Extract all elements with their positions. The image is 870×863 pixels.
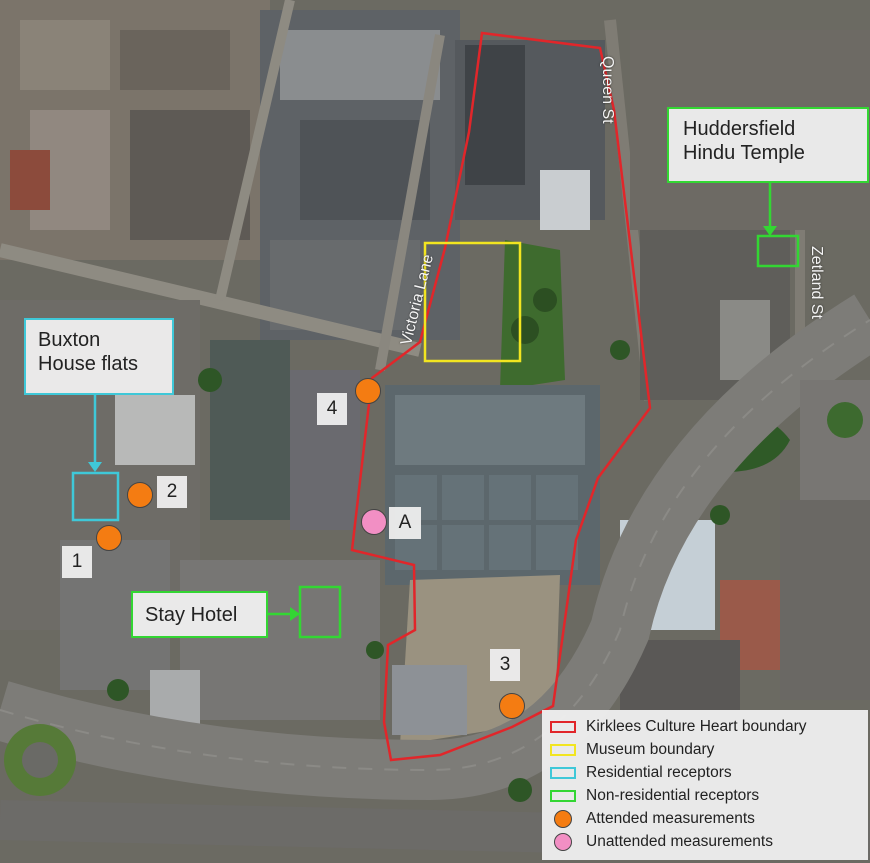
legend-swatch-non-residential: [550, 790, 576, 802]
legend-item-culture-heart: Kirklees Culture Heart boundary: [550, 717, 807, 737]
hotel-arrowhead: [290, 607, 300, 621]
legend-label-unattended: Unattended measurements: [586, 833, 773, 850]
legend-swatch-museum: [550, 744, 576, 756]
stay-hotel-receptor: [298, 585, 342, 639]
legend-swatch-residential: [550, 767, 576, 779]
legend-swatch-culture-heart: [550, 721, 576, 733]
attended-point-1-marker: [96, 525, 122, 551]
point-4-label: 4: [317, 393, 347, 425]
buxton-house-label: Buxton House flats: [24, 318, 174, 395]
attended-point-4-marker: [355, 378, 381, 404]
attended-point-3-marker: [499, 693, 525, 719]
map-legend: Kirklees Culture Heart boundary Museum b…: [542, 710, 868, 860]
legend-item-non-residential: Non-residential receptors: [550, 786, 759, 806]
legend-label-attended: Attended measurements: [586, 810, 755, 827]
point-a-label: A: [389, 507, 421, 539]
legend-label-non-residential: Non-residential receptors: [586, 787, 760, 804]
legend-item-residential: Residential receptors: [550, 763, 732, 783]
point-3-label: 3: [490, 649, 520, 681]
road-queen-st: Queen St: [599, 56, 616, 124]
stay-hotel-label: Stay Hotel: [131, 591, 268, 638]
point-1-label: 1: [62, 546, 92, 578]
legend-item-attended: Attended measurements: [550, 809, 755, 829]
legend-item-museum: Museum boundary: [550, 740, 714, 760]
legend-label-museum: Museum boundary: [586, 741, 715, 758]
attended-point-2-marker: [127, 482, 153, 508]
legend-label-culture-heart: Kirklees Culture Heart boundary: [586, 718, 807, 735]
temple-arrowhead: [763, 226, 777, 236]
legend-item-unattended: Unattended measurements: [550, 832, 773, 852]
buxton-house-receptor: [71, 471, 120, 522]
museum-boundary: [423, 241, 522, 363]
road-zetland-st: Zetland St: [808, 246, 825, 319]
unattended-point-a-marker: [361, 509, 387, 535]
buxton-arrowhead: [88, 462, 102, 472]
point-2-label: 2: [157, 476, 187, 508]
hindu-temple-receptor: [756, 234, 800, 268]
legend-swatch-attended: [554, 810, 572, 828]
legend-label-residential: Residential receptors: [586, 764, 732, 781]
hindu-temple-label: Huddersfield Hindu Temple: [667, 107, 869, 183]
culture-heart-boundary: [350, 31, 652, 762]
legend-swatch-unattended: [554, 833, 572, 851]
